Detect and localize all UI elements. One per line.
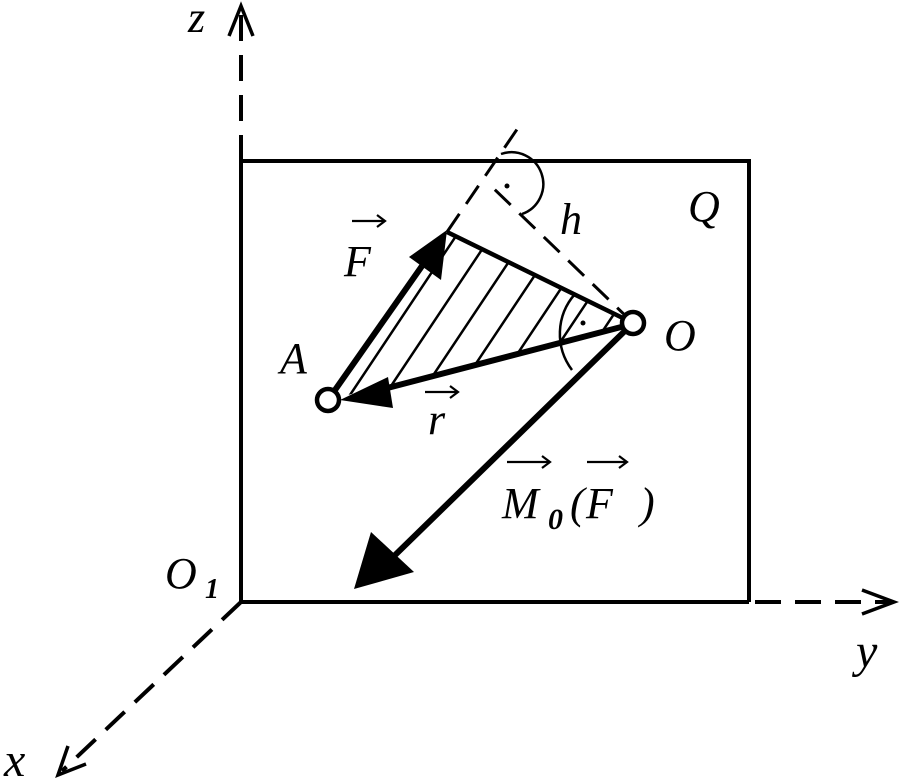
right-angle-mark-h [500,151,545,216]
plane-q-outline [239,159,751,602]
origin-o1-subscript: 1 [205,574,219,605]
moment-close-paren: ) [637,479,655,528]
point-o-marker [619,309,647,337]
r-vector-line [371,323,626,395]
moment-m-overarrow [507,455,552,469]
z-axis-arrowhead [227,1,255,37]
moment-vector-arrowhead [354,532,414,589]
right-angle-dot-o [580,320,586,326]
f-vector-line [325,264,425,402]
f-tip-to-o-line [446,229,634,326]
radius-r-label: r [428,395,446,444]
moment-vector-line [387,320,636,563]
moment-f-overarrow [587,455,629,469]
moment-open-paren: ( [570,479,587,528]
moment-f-label: F [585,479,614,528]
x-axis-label: x [3,734,25,781]
h-label: h [560,195,582,244]
r-vector-arrowhead [340,377,393,408]
plane-q-label: Q [688,182,720,231]
point-a-marker [314,386,342,414]
z-axis-label: z [187,0,205,42]
point-a-label: A [277,334,308,383]
force-f-overarrow [352,214,387,228]
moment-m-subscript: 0 [548,503,563,536]
y-axis-label: y [851,625,878,678]
moment-m-label: M [501,479,541,528]
right-angle-dot-h [504,183,510,189]
x-axis-arrowhead [55,745,87,779]
f-vector-arrowhead [409,230,447,280]
right-angle-mark-o [558,293,576,371]
force-line-extension [445,121,524,233]
origin-o-label: O [664,311,696,360]
y-axis-arrowhead [861,588,899,616]
radius-r-overarrow [425,385,460,399]
x-axis [60,600,243,773]
origin-o1-label: O [165,549,197,598]
force-f-label: F [343,237,372,286]
